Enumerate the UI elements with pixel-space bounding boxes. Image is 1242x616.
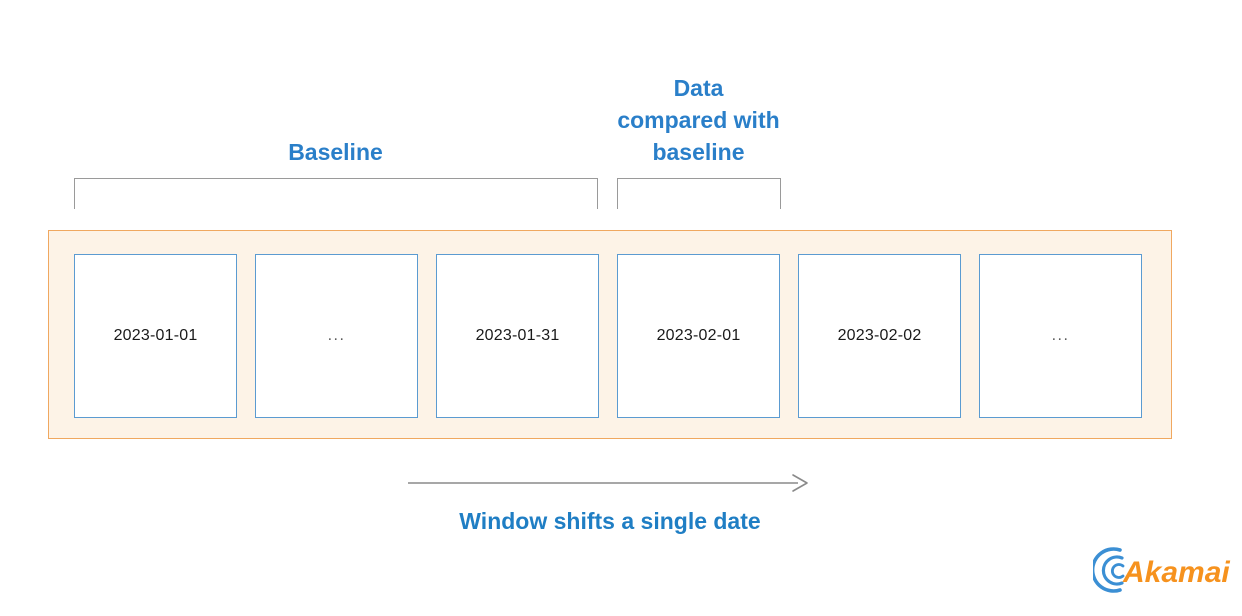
date-card: 2023-01-01	[74, 254, 237, 418]
date-card: ...	[979, 254, 1142, 418]
akamai-logo: Akamai	[1093, 547, 1230, 593]
compared-group-label: Data compared with baseline	[617, 75, 780, 165]
date-card-label: 2023-02-01	[656, 327, 741, 344]
date-card: 2023-02-01	[617, 254, 780, 418]
akamai-wave-icon	[1093, 547, 1125, 593]
date-card: ...	[255, 254, 418, 418]
date-card-label: 2023-01-01	[113, 327, 198, 344]
date-card-label: ...	[1051, 327, 1070, 344]
date-card: 2023-01-31	[436, 254, 599, 418]
date-card-label: 2023-02-02	[837, 327, 922, 344]
window-shift-caption: Window shifts a single date	[459, 508, 761, 534]
baseline-range-bracket	[74, 178, 598, 209]
date-card-label: 2023-01-31	[475, 327, 560, 344]
compared-range-bracket	[617, 178, 781, 209]
baseline-group-label: Baseline	[288, 139, 383, 165]
window-shift-arrow-icon	[408, 474, 808, 492]
date-card: 2023-02-02	[798, 254, 961, 418]
date-card-label: ...	[327, 327, 346, 344]
date-card-row: 2023-01-01 ... 2023-01-31 2023-02-01 202…	[74, 254, 1142, 418]
akamai-wordmark: Akamai	[1122, 556, 1230, 589]
